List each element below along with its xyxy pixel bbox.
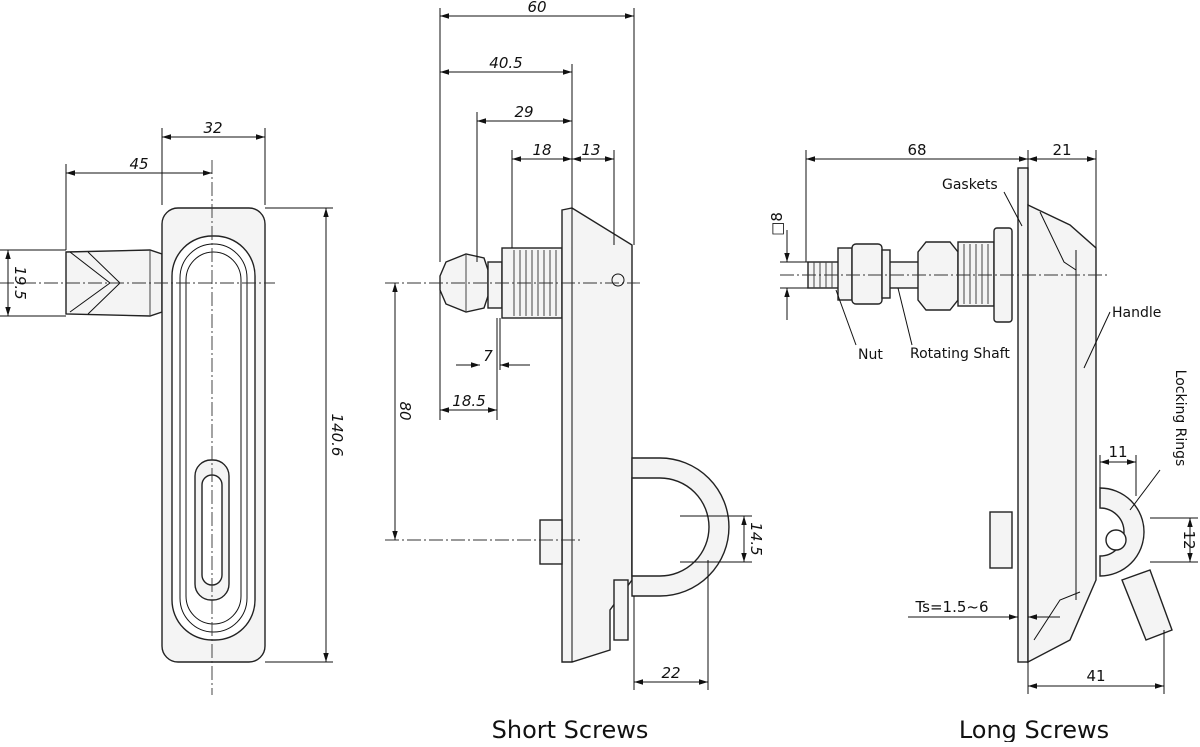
long-locking-ring: [1099, 487, 1145, 577]
dim-side-18: 18: [532, 141, 551, 159]
dim-front-width: 32: [203, 119, 222, 137]
dim-side-22: 22: [661, 664, 680, 682]
dim-long-41: 41: [1086, 667, 1105, 685]
label-gaskets: Gaskets: [942, 177, 998, 193]
dim-side-overall: 60: [527, 0, 546, 16]
dim-long-ts: Ts=1.5~6: [914, 598, 988, 616]
label-handle: Handle: [1112, 305, 1161, 321]
dim-front-height: 140.6: [328, 414, 346, 457]
front-view: 32 45 140.6 19.5: [0, 119, 346, 695]
dim-front-offset: 45: [129, 155, 148, 173]
dim-long-68: 68: [907, 141, 926, 159]
dim-long-12: 12: [1180, 530, 1198, 549]
short-handle-body: [561, 207, 633, 663]
dim-side-13: 13: [581, 141, 600, 159]
dim-side-7: 7: [483, 347, 493, 365]
dim-long-21: 21: [1052, 141, 1071, 159]
label-locking-rings: Locking Rings: [1172, 370, 1188, 467]
long-handle-body: [1027, 203, 1097, 664]
dim-side-40: 40.5: [489, 54, 522, 72]
dim-side-80: 80: [396, 401, 414, 420]
dim-side-29: 29: [514, 103, 533, 121]
label-nut: Nut: [858, 347, 883, 363]
dim-side-185: 18.5: [452, 392, 485, 410]
caption-long-screws: Long Screws: [959, 716, 1109, 742]
dim-side-145: 14.5: [747, 522, 765, 555]
caption-short-screws: Short Screws: [492, 716, 649, 742]
label-rotating-shaft: Rotating Shaft: [910, 346, 1010, 362]
dim-long-square: □8: [768, 212, 786, 236]
dim-long-11: 11: [1108, 443, 1127, 461]
long-panel: [1017, 167, 1029, 663]
long-nut: [837, 247, 853, 301]
short-screws-view: 60 40.5 29 18 13 7 18.5 80 14.5: [385, 0, 765, 690]
long-screws-view: 68 21 □8 11 12 41 Ts=1.5~6 Gaskets Handl…: [768, 141, 1198, 694]
dim-front-shaft: 19.5: [11, 266, 29, 299]
